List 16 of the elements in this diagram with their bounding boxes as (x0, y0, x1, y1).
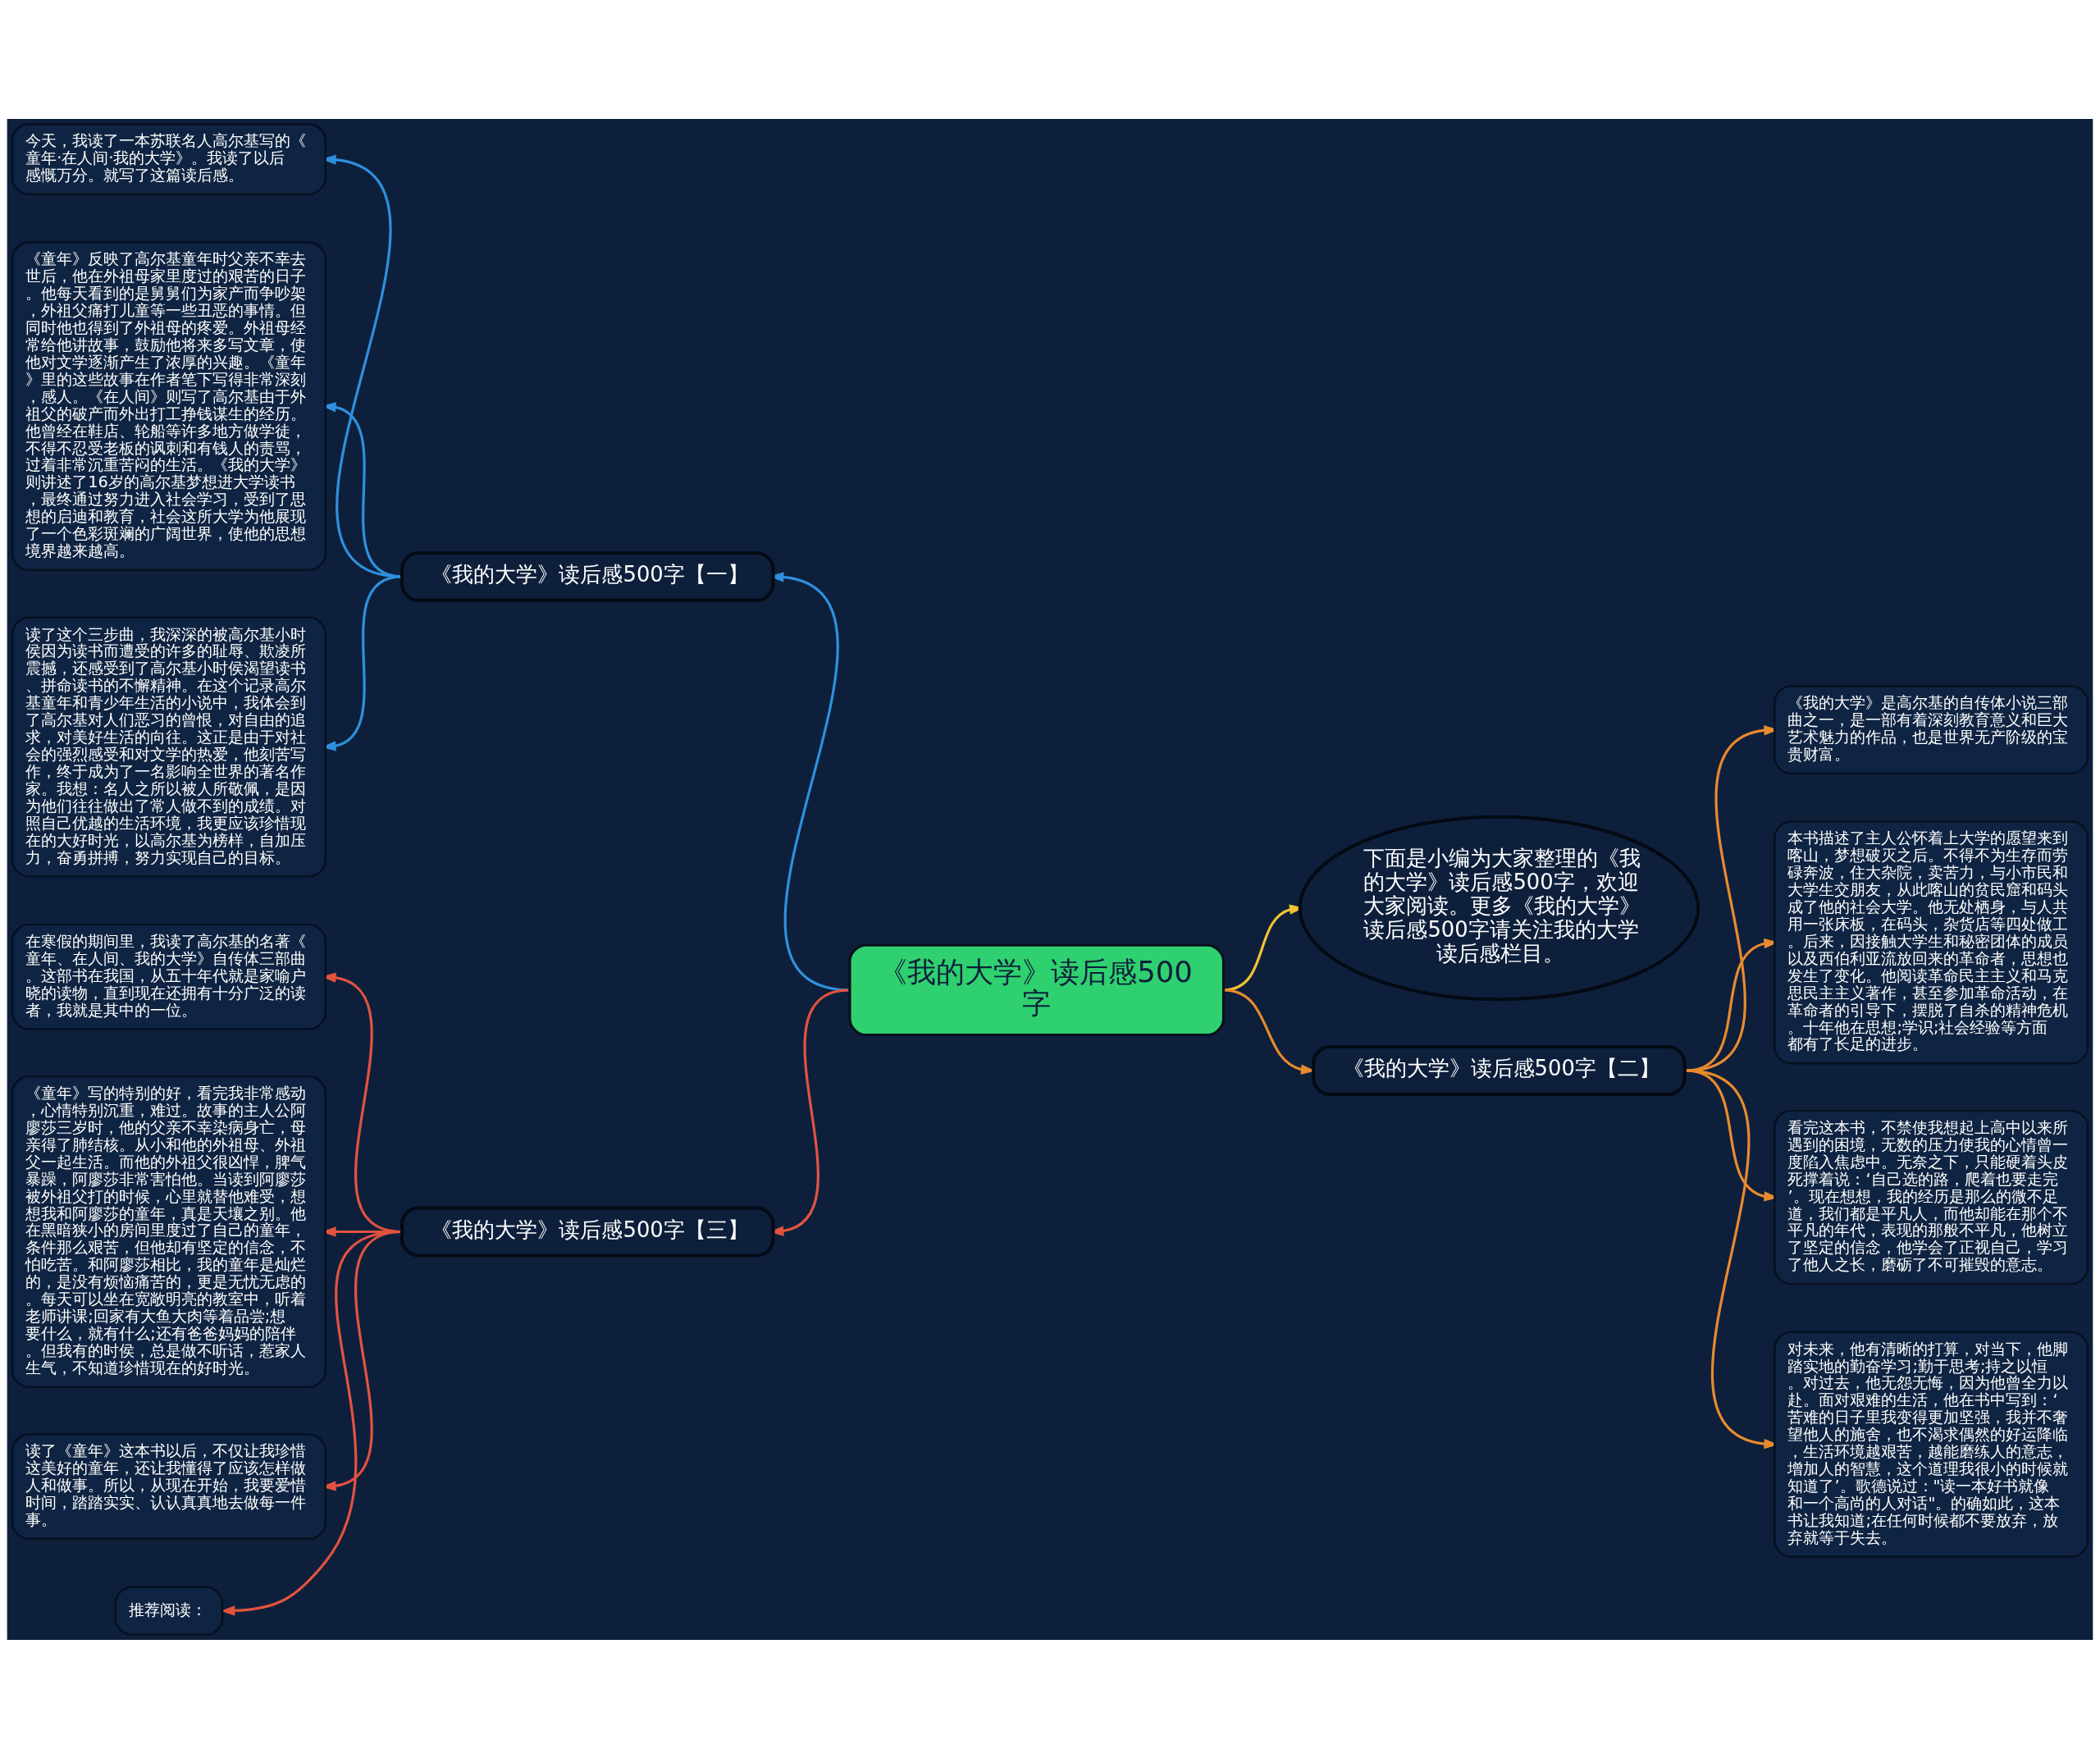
node-box: 《我的大学》读后感500字【一】 (400, 550, 775, 602)
node-box: 看完这本书，不禁使我想起上高中以来所遇到的困境，无数的压力使我的心情曾一度陷入焦虑中。无奈之下，只能硬着头皮死撑着说：‘自己选的路，爬着也要走完’。现在想想，我的经历是那么的微不足道，我们都是平凡人，而他却能在那个不平凡的年代，表现的那般不平凡，他树立了坚定的信念，他学会了正视自己，学习了他人之长，磨砺了不可摧毁的意志。 (1774, 1109, 2089, 1285)
node-box: 本书描述了主人公怀着上大学的愿望来到喀山，梦想破灭之后。不得不为生存而劳碌奔波，住大杂院，卖苦力，与小市民和大学生交朋友，从此喀山的贫民窟和码头成了他的社会大学。他无处栖身，与人共用一张床板，在码头，杂货店等四处做工。后来，因接触大学生和秘密团体的成员以及西伯利亚流放回来的革命者，思想也发生了变化。他阅读革命民主主义和马克思民主主义著作，甚至参加革命活动，在革命者的引导下，摆脱了自杀的精神危机。十年他在思想;学识;社会经验等方面都有了长足的进步。 (1774, 820, 2089, 1064)
node-box: 今天，我读了一本苏联名人高尔基写的《童年·在人间·我的大学》。我读了以后感慨万分。就写了这篇读后感。 (11, 122, 326, 195)
node-box: 《我的大学》读后感500字【二】 (1312, 1044, 1687, 1096)
node-box: 《我的大学》是高尔基的自传体小说三部曲之一，是一部有着深刻教育意义和巨大艺术魅力的作品，也是世界无产阶级的宝贵财富。 (1774, 684, 2089, 774)
node-box: 推荐阅读： (114, 1585, 224, 1636)
node-box: 读了《童年》这本书以后，不仅让我珍惜这美好的童年，还让我懂得了应该怎样做人和做事。所以，从现在开始，我要爱惜时间，踏踏实实、认认真真地去做每一件事。 (11, 1432, 326, 1540)
node-box: 对未来，他有清晰的打算，对当下，他脚踏实地的勤奋学习;勤于思考;持之以恒。对过去，他无怨无悔，因为他曾全力以赴。面对艰难的生活，他在书中写到：‘苦难的日子里我变得更加坚强，我并不奢望他人的施舍，也不渴求偶然的好运降临，生活环境越艰苦，越能磨练人的意志，增加人的智慧，这个道理我很小的时候就知道了’。歌德说过："读一本好书就像和一个高尚的人对话"。的确如此，这本书让我知道;在任何时候都不要放弃，放弃就等于失去。 (1774, 1331, 2089, 1558)
node-box: 《童年》写的特别的好，看完我非常感动，心情特别沉重，难过。故事的主人公阿廖莎三岁时，他的父亲不幸染病身亡，母亲得了肺结核。从小和他的外祖母、外祖父一起生活。而他的外祖父很凶悍，脾气暴躁，阿廖莎非常害怕他。当读到阿廖莎被外祖父打的时候，心里就替他难受，想想我和阿廖莎的童年，真是天壤之别。他在黑暗狭小的房间里度过了自己的童年，条件那么艰苦，但他却有坚定的信念，不怕吃苦。和阿廖莎相比，我的童年是灿烂的，是没有烦恼痛苦的，更是无忧无虑的。每天可以坐在宽敞明亮的教室中，听着老师讲课;回家有大鱼大肉等着品尝;想要什么，就有什么;还有爸爸妈妈的陪伴。但我有的时侯，总是做不听话，惹家人生气，不知道珍惜现在的好时光。 (11, 1075, 326, 1388)
node-box: 在寒假的期间里，我读了高尔基的名著《童年、在人间、我的大学》自传体三部曲。这部书在我国，从五十年代就是家喻户晓的读物，直到现在还拥有十分广泛的读者，我就是其中的一位。 (11, 923, 326, 1030)
node-box: 《童年》反映了高尔基童年时父亲不幸去世后，他在外祖母家里度过的艰苦的日子。他每天看到的是舅舅们为家产而争吵架，外祖父痛打儿童等一些丑恶的事情。但同时他也得到了外祖母的疼爱。外祖母经常给他讲故事，鼓励他将来多写文章，使他对文学逐渐产生了浓厚的兴趣。《童年》里的这些故事在作者笔下写得非常深刻，感人。《在人间》则写了高尔基由于外祖父的破产而外出打工挣钱谋生的经历。他曾经在鞋店、轮船等许多地方做学徒，不得不忍受老板的讽刺和有钱人的责骂，过着非常沉重苦闷的生活。《我的大学》则讲述了16岁的高尔基梦想进大学读书，最终通过努力进入社会学习，受到了思想的启迪和教育，社会这所大学为他展现了一个色彩斑斓的广阔世界，使他的思想境界越来越高。 (11, 240, 326, 571)
node-box: 读了这个三步曲，我深深的被高尔基小时侯因为读书而遭受的许多的耻辱、欺凌所震撼，还感受到了高尔基小时侯渴望读书、拼命读书的不懈精神。在这个记录高尔基童年和青少年生活的小说中，我体会到了高尔基对人们恶习的曾恨，对自由的追求，对美好生活的向往。这正是由于对社会的强烈感受和对文学的热爱，他刻苦写作，终于成为了一名影响全世界的著名作家。我想：名人之所以被人所敬佩，是因为他们往往做出了常人做不到的成绩。对照自己优越的生活环境，我更应该珍惜现在的大好时光，以高尔基为榜样，自加压力，奋勇拼搏，努力实现自己的目标。 (11, 616, 326, 878)
node-ellipse: 下面是小编为大家整理的《我的大学》读后感500字，欢迎大家阅读。更多《我的大学》读后感500字请关注我的大学读后感栏目。 (1298, 815, 1701, 1001)
node-box: 《我的大学》读后感500字 (848, 943, 1226, 1036)
node-box: 《我的大学》读后感500字【三】 (400, 1206, 775, 1257)
